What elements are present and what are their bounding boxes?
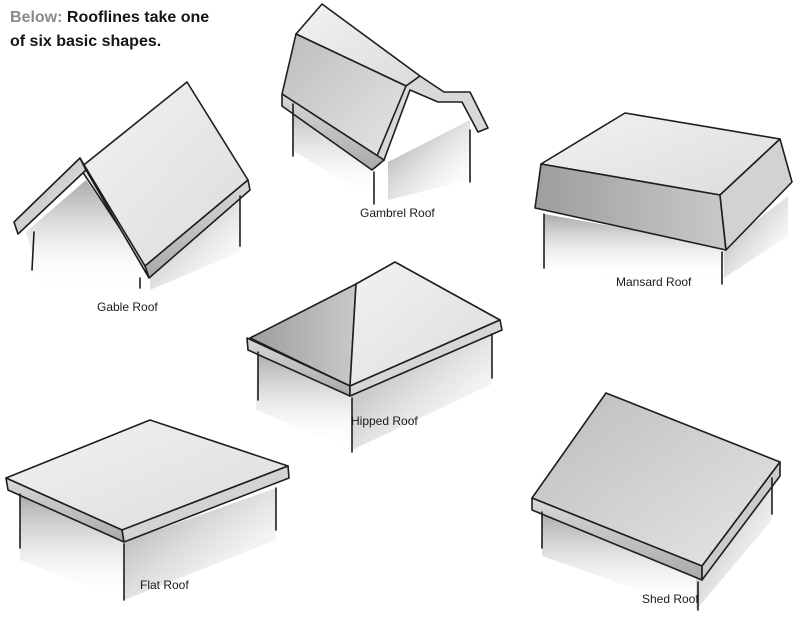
hipped-house-wall [256, 352, 352, 450]
shed-house-wall [542, 512, 696, 610]
hipped-roof-label: Hipped Roof [351, 414, 418, 428]
gambrel-profile-trim [371, 75, 489, 169]
gable-wall-edge-left [31, 231, 35, 271]
hipped-house-side-wall [352, 332, 492, 450]
gable-house-side-wall [150, 200, 240, 290]
caption-line-2: of six basic shapes. [10, 33, 162, 50]
gambrel-roof-drawing [281, 3, 489, 205]
gable-house-wall [26, 180, 150, 290]
mansard-house-side-wall [724, 196, 788, 278]
flat-house-side-wall [124, 488, 276, 600]
hipped-roof-drawing [246, 261, 503, 453]
mansard-roof-label: Mansard Roof [616, 275, 692, 289]
flat-roof-label: Flat Roof [140, 578, 189, 592]
mansard-roof-drawing [534, 112, 793, 285]
gambrel-roof-label: Gambrel Roof [360, 206, 435, 220]
flat-house-wall [20, 494, 124, 600]
gable-roof-drawing [13, 81, 251, 290]
shed-roof-drawing [531, 392, 781, 611]
mansard-side-slope [719, 138, 793, 251]
gable-rake-front [79, 157, 150, 279]
gambrel-house-side-wall [388, 120, 470, 200]
caption-lead: Below: [10, 9, 63, 26]
gambrel-fascia [281, 93, 385, 171]
caption-line-1: Rooflines take one [66, 9, 210, 26]
flat-fascia-side [121, 465, 290, 543]
mansard-house-wall [544, 214, 724, 278]
hipped-fascia-side [349, 319, 503, 397]
shed-roof-label: Shed Roof [642, 592, 699, 606]
shed-fascia-side [701, 461, 781, 581]
gable-roof-label: Gable Roof [97, 300, 158, 314]
figure-caption: Below: Rooflines take one of six basic s… [10, 6, 209, 54]
flat-roof-drawing [5, 419, 290, 601]
